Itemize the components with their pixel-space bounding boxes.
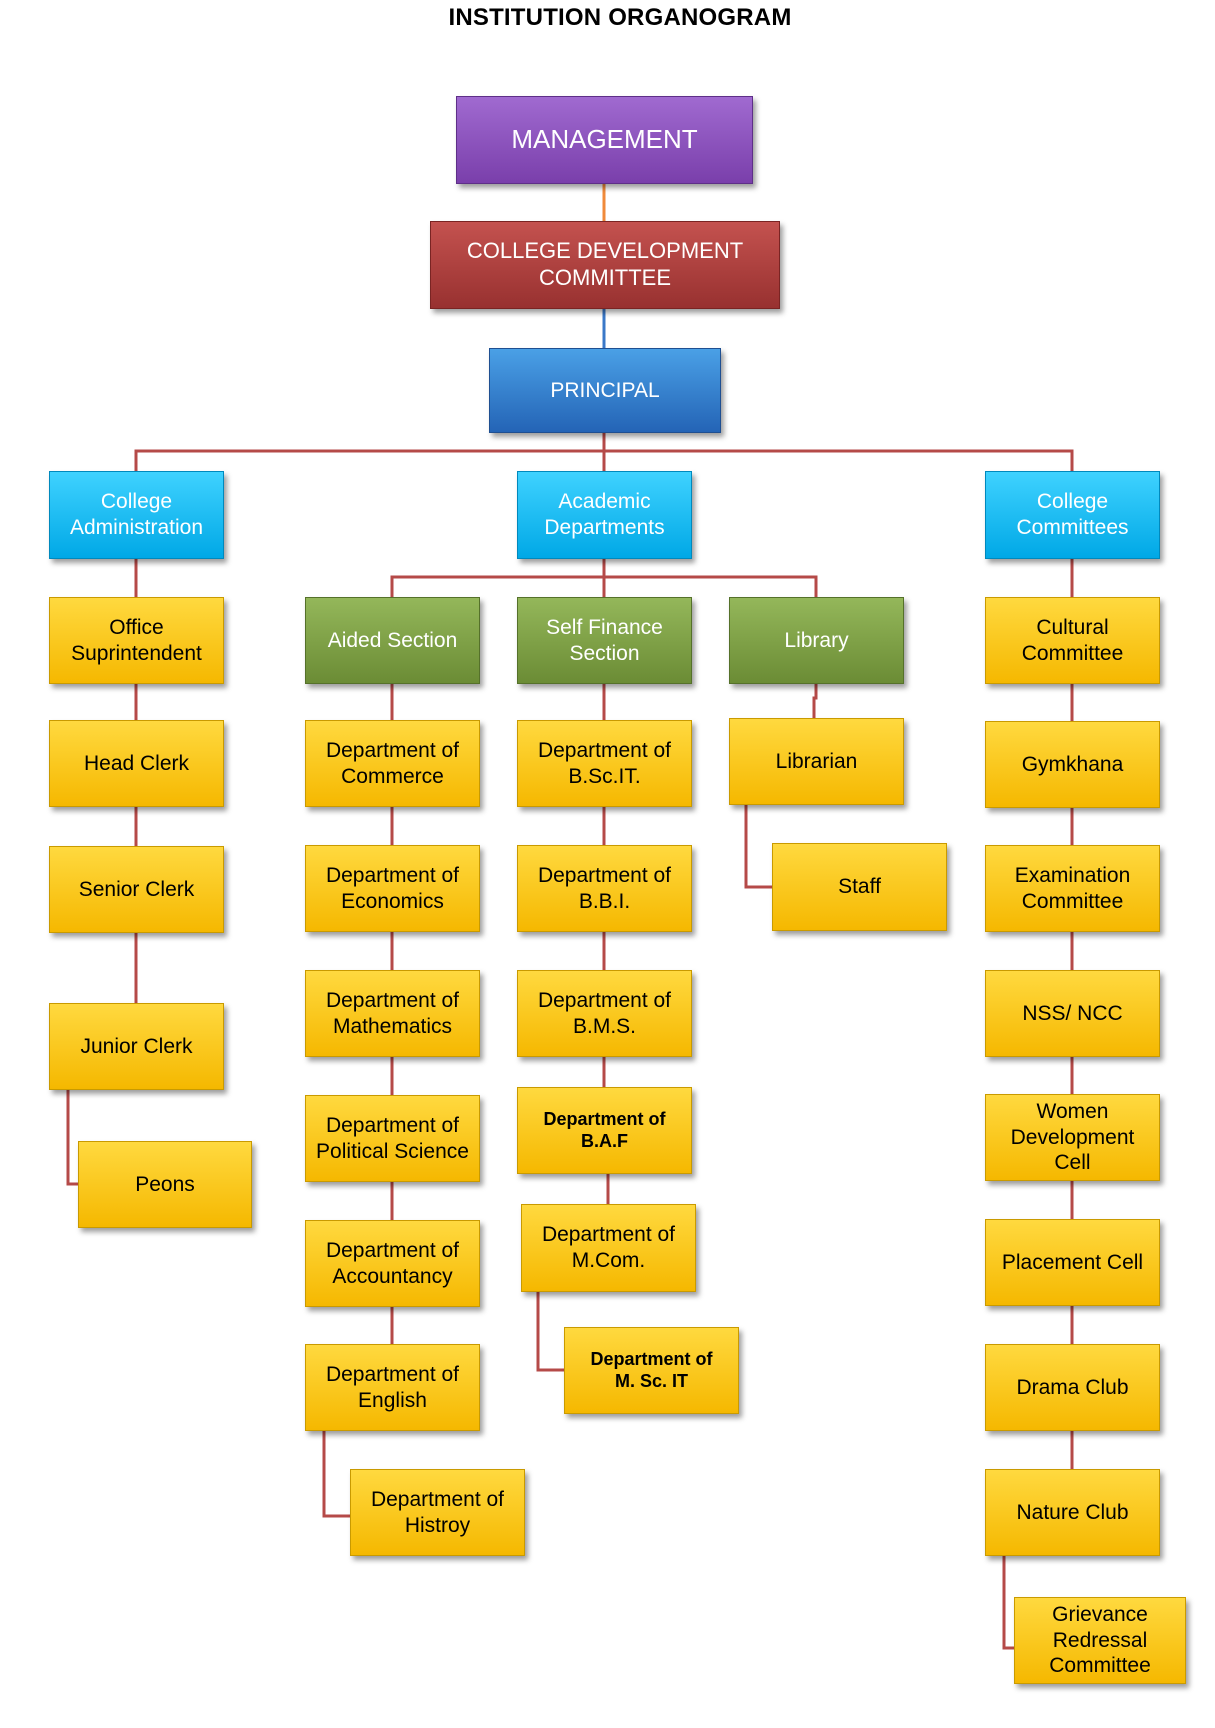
node-college-development-committee: COLLEGE DEVELOPMENT COMMITTEE <box>430 221 780 309</box>
node-self-finance-section: Self Finance Section <box>517 597 692 684</box>
node-department-commerce: Department of Commerce <box>305 720 480 807</box>
connector-academic-library <box>604 575 818 597</box>
node-gymkhana: Gymkhana <box>985 721 1160 808</box>
node-principal: PRINCIPAL <box>489 348 721 433</box>
node-placement-cell: Placement Cell <box>985 1219 1160 1306</box>
node-department-bms: Department of B.M.S. <box>517 970 692 1057</box>
node-department-baf: Department of B.A.F <box>517 1087 692 1174</box>
node-examination-committee: Examination Committee <box>985 845 1160 932</box>
connector-academic-aided <box>390 559 606 597</box>
connector-librarian-staff <box>744 805 772 889</box>
connector-principal-committees <box>604 449 1074 471</box>
node-drama-club: Drama Club <box>985 1344 1160 1431</box>
node-peons: Peons <box>78 1141 252 1228</box>
node-department-economics: Department of Economics <box>305 845 480 932</box>
node-women-development-cell: Women Development Cell <box>985 1094 1160 1181</box>
node-department-mcom: Department of M.Com. <box>521 1204 696 1292</box>
node-department-mathematics: Department of Mathematics <box>305 970 480 1057</box>
node-college-committees: College Committees <box>985 471 1160 559</box>
node-academic-departments: Academic Departments <box>517 471 692 559</box>
connector-english-history <box>322 1431 350 1518</box>
node-aided-section: Aided Section <box>305 597 480 684</box>
node-department-bscit: Department of B.Sc.IT. <box>517 720 692 807</box>
node-department-english: Department of English <box>305 1344 480 1431</box>
node-head-clerk: Head Clerk <box>49 720 224 807</box>
node-department-history: Department of Histroy <box>350 1469 525 1556</box>
connector-principal-administration <box>134 433 606 471</box>
node-senior-clerk: Senior Clerk <box>49 846 224 933</box>
node-library: Library <box>729 597 904 684</box>
node-nature-club: Nature Club <box>985 1469 1160 1556</box>
node-department-bbi: Department of B.B.I. <box>517 845 692 932</box>
node-nss-ncc: NSS/ NCC <box>985 970 1160 1057</box>
chart-title: INSTITUTION ORGANOGRAM <box>448 4 792 31</box>
connector-junior-peons <box>66 1090 78 1186</box>
node-staff: Staff <box>772 843 947 931</box>
node-librarian: Librarian <box>729 718 904 805</box>
node-cultural-committee: Cultural Committee <box>985 597 1160 684</box>
connector-library-librarian <box>812 684 818 718</box>
node-department-mscit: Department of M. Sc. IT <box>564 1327 739 1414</box>
node-grievance-redressal-committee: Grievance Redressal Committee <box>1014 1597 1186 1684</box>
node-department-accountancy: Department of Accountancy <box>305 1220 480 1307</box>
connector-mcom-mscit <box>536 1292 564 1372</box>
node-junior-clerk: Junior Clerk <box>49 1003 224 1090</box>
node-office-superintendent: Office Suprintendent <box>49 597 224 684</box>
node-department-political-science: Department of Political Science <box>305 1095 480 1182</box>
connector-nature-grievance <box>1002 1556 1014 1650</box>
node-college-administration: College Administration <box>49 471 224 559</box>
node-management: MANAGEMENT <box>456 96 753 184</box>
